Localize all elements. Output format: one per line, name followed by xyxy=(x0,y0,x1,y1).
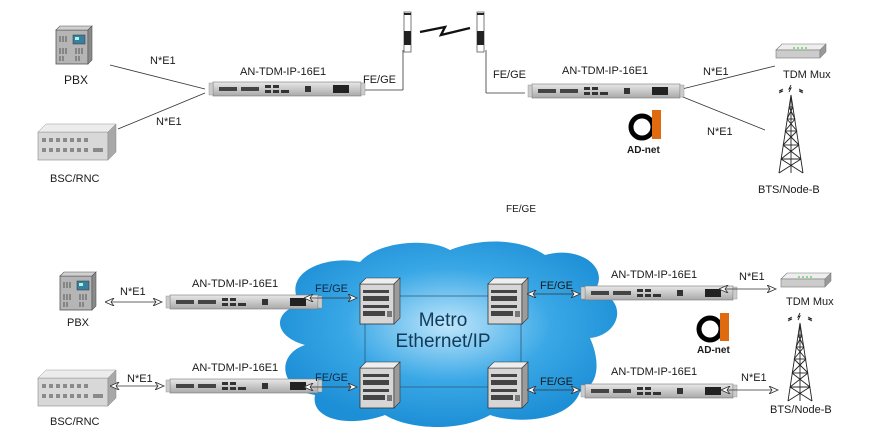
label-link-mux: N*E1 xyxy=(703,66,729,78)
label-fege-tr: FE/GE xyxy=(540,280,574,292)
tdm-mux-icon xyxy=(775,43,827,59)
device-bottom-br xyxy=(580,383,738,399)
label-device-bottom-tr: AN-TDM-IP-16E1 xyxy=(611,269,698,281)
label-fege-br: FE/GE xyxy=(540,376,574,388)
label-bsc-rnc-bottom: BSC/RNC xyxy=(50,416,100,428)
link-bsc xyxy=(117,92,206,130)
bottom-arrows xyxy=(106,289,778,390)
label-pbx: PBX xyxy=(64,73,89,87)
wireless-link-icon xyxy=(419,25,471,37)
label-bsc-rnc: BSC/RNC xyxy=(50,173,100,185)
label-fege-tl: FE/GE xyxy=(315,283,349,295)
label-tdm-mux-bottom: TDM Mux xyxy=(786,296,834,308)
label-link-bts-bottom: N*E1 xyxy=(741,372,767,384)
cloud-label: Metro Ethernet/IP xyxy=(368,310,518,353)
tdm-mux-icon-bottom xyxy=(780,272,832,288)
adnet-logo-top xyxy=(628,110,661,141)
label-device-bottom-tl: AN-TDM-IP-16E1 xyxy=(192,278,279,290)
bottom-diagram xyxy=(37,241,832,428)
bsc-rnc-icon xyxy=(37,123,117,161)
label-fege-caption: FE/GE xyxy=(506,204,537,215)
radio-antenna-left xyxy=(403,11,412,53)
label-device-top-left: AN-TDM-IP-16E1 xyxy=(240,66,327,78)
label-device-bottom-br: AN-TDM-IP-16E1 xyxy=(611,366,698,378)
switch-bottom-left xyxy=(359,361,401,409)
device-top-right xyxy=(527,83,685,99)
radio-antenna-right xyxy=(476,11,485,53)
link-bts xyxy=(677,94,766,131)
label-bts-node-b: BTS/Node-B xyxy=(758,184,820,196)
top-diagram xyxy=(37,11,827,174)
label-link-pbx-bottom: N*E1 xyxy=(120,286,146,298)
label-fege-bl: FE/GE xyxy=(315,372,349,384)
label-link-bsc: N*E1 xyxy=(156,116,182,128)
label-tdm-mux: TDM Mux xyxy=(783,69,831,81)
label-link-pbx: N*E1 xyxy=(150,55,176,67)
label-link-mux-bottom: N*E1 xyxy=(739,271,765,283)
label-fege-right: FE/GE xyxy=(493,69,527,81)
device-top-left xyxy=(208,81,366,97)
adnet-logo-text-top: AD-net xyxy=(627,145,660,156)
bts-tower-icon-bottom xyxy=(787,312,813,402)
link-mux xyxy=(677,65,776,91)
label-device-top-right: AN-TDM-IP-16E1 xyxy=(562,65,649,77)
pbx-icon-bottom xyxy=(59,271,97,311)
cloud-label-line2: Ethernet/IP xyxy=(395,330,491,352)
cloud-label-line1: Metro xyxy=(418,310,468,331)
label-bts-node-b-bottom: BTS/Node-B xyxy=(770,404,832,416)
top-e1-lines xyxy=(109,50,776,131)
device-bottom-tr xyxy=(580,285,738,301)
device-bottom-tl xyxy=(165,294,323,310)
bsc-rnc-icon-bottom xyxy=(37,369,117,407)
adnet-logo-bottom xyxy=(696,313,729,343)
label-fege-left: FE/GE xyxy=(363,74,397,86)
switch-bottom-right xyxy=(487,361,529,409)
link-pbx xyxy=(109,64,206,90)
label-pbx-bottom: PBX xyxy=(67,317,90,329)
adnet-logo-text-bottom: AD-net xyxy=(697,345,730,356)
label-link-bsc-bottom: N*E1 xyxy=(127,373,153,385)
label-device-bottom-bl: AN-TDM-IP-16E1 xyxy=(192,362,279,374)
device-bottom-bl xyxy=(165,378,323,394)
label-link-bts: N*E1 xyxy=(707,126,733,138)
pbx-icon xyxy=(55,25,93,65)
bts-tower-icon xyxy=(778,84,804,174)
